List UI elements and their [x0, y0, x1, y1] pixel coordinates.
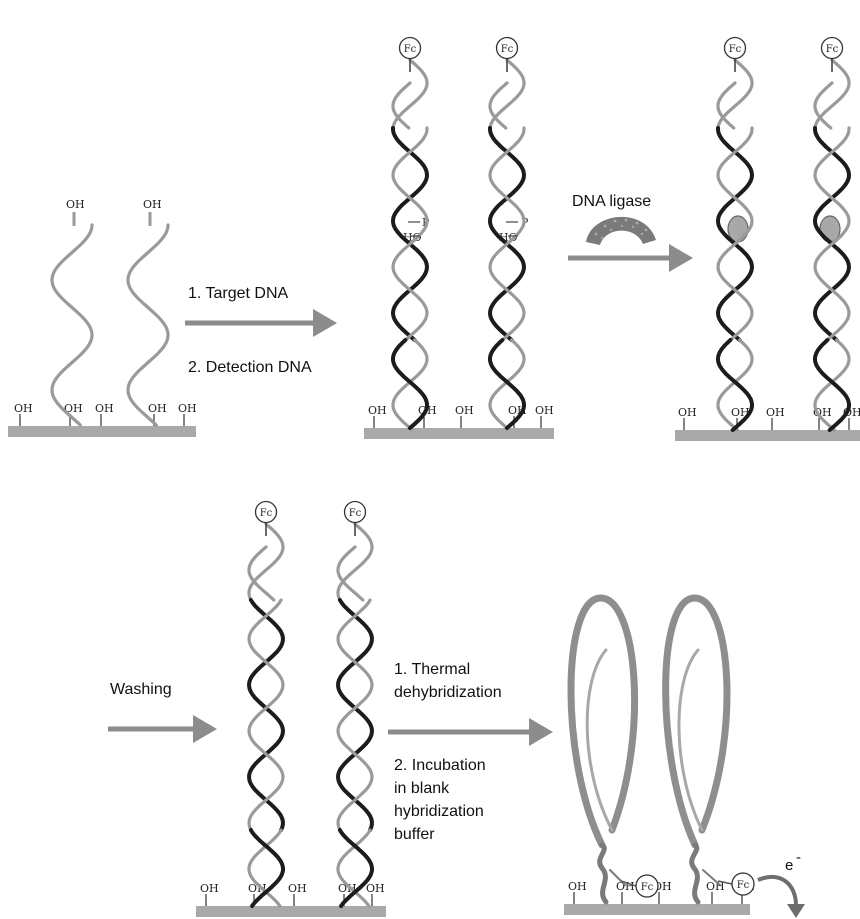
arrow-step-4	[388, 718, 553, 746]
ferrocene-label: Fc	[349, 508, 362, 519]
electrode-surface	[564, 904, 750, 915]
arrow-step-3	[108, 715, 217, 743]
dna-strand-target	[338, 600, 372, 830]
arrow-step-1	[185, 309, 337, 337]
probe-terminal-oh: OH	[143, 198, 162, 211]
step-1-label-target: 1. Target DNA	[188, 285, 289, 302]
surface-hydroxyl-label: OH	[678, 406, 697, 419]
step-2-label: DNA ligase	[572, 193, 651, 210]
surface-hydroxyl-label: OH	[568, 880, 587, 893]
surface-hydroxyl-label: OH	[288, 882, 307, 895]
step-3-label: Washing	[110, 681, 172, 698]
electron-charge: -	[796, 849, 801, 866]
arrow-step-2	[568, 244, 693, 272]
step-4-label-line5: hybridization	[394, 803, 484, 820]
dna-strand-probe	[249, 600, 283, 830]
surface-hydroxyl-label: OH	[535, 404, 554, 417]
step-1-label-detection: 2. Detection DNA	[188, 359, 312, 376]
surface-hydroxyl-label: OH	[366, 882, 385, 895]
surface-hydroxyl-label: OH	[148, 402, 167, 415]
electron-label: e	[785, 857, 793, 874]
surface-hydroxyl-label: OH	[14, 402, 33, 415]
surface-hydroxyl-label: OH	[766, 406, 785, 419]
electrode-surface	[675, 430, 860, 441]
ferrocene-label: Fc	[641, 882, 654, 893]
ferrocene-label: Fc	[826, 44, 839, 55]
step-4-label-line2: dehybridization	[394, 684, 502, 701]
step-4-label-line3: 2. Incubation	[394, 757, 486, 774]
dna-strand-probe	[52, 225, 92, 425]
step-4-label-line1: 1. Thermal	[394, 661, 470, 678]
ferrocene-label: Fc	[729, 44, 742, 55]
dna-strand-target	[249, 600, 283, 830]
ferrocene-label: Fc	[404, 44, 417, 55]
hairpin-loop	[666, 598, 727, 845]
step-4-label-line6: buffer	[394, 826, 435, 843]
dna-ligase-icon	[586, 217, 656, 245]
surface-hydroxyl-label: OH	[178, 402, 197, 415]
step-4-label-line4: in blank	[394, 780, 450, 797]
hairpin-stem	[692, 845, 698, 902]
hairpin-loop	[587, 650, 612, 830]
ferrocene-label: Fc	[737, 880, 750, 891]
hairpin-stem	[600, 845, 606, 902]
electrode-surface	[196, 906, 386, 917]
dna-strand-probe	[128, 225, 168, 425]
ferrocene-label: Fc	[501, 44, 514, 55]
electron-transfer-arrow-icon	[758, 877, 805, 918]
electrode-surface	[8, 426, 196, 437]
surface-hydroxyl-label: OH	[368, 404, 387, 417]
dna-strand-probe	[338, 600, 372, 830]
ferrocene-label: Fc	[260, 508, 273, 519]
surface-hydroxyl-label: OH	[455, 404, 474, 417]
surface-hydroxyl-label: OH	[200, 882, 219, 895]
surface-hydroxyl-label: OH	[95, 402, 114, 415]
probe-terminal-oh: OH	[66, 198, 85, 211]
electrode-surface	[364, 428, 554, 439]
